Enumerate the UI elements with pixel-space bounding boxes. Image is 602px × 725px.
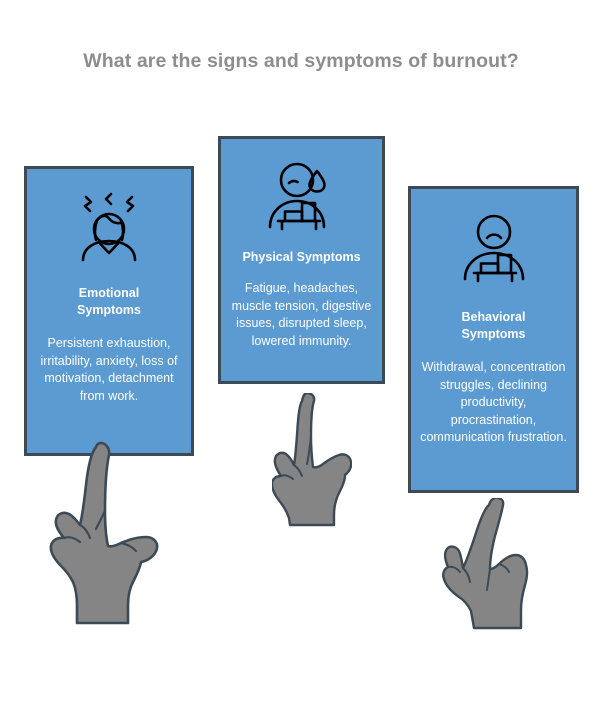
sad-person-at-desk-icon bbox=[463, 214, 524, 283]
card-physical-body: Fatigue, headaches, muscle tension, dige… bbox=[231, 281, 372, 348]
card-emotional-heading: Emotional Symptoms bbox=[27, 285, 191, 319]
card-emotional-body: Persistent exhaustion, irritability, anx… bbox=[40, 336, 178, 403]
card-emotional-heading-line2: Symptoms bbox=[77, 303, 141, 317]
card-behavioral-heading-line1: Behavioral bbox=[461, 310, 526, 324]
pointing-up-hand-icon bbox=[272, 393, 352, 527]
sweating-person-at-desk-icon bbox=[268, 162, 326, 231]
card-behavioral-symptoms: Behavioral Symptoms Withdrawal, concentr… bbox=[408, 186, 579, 493]
pointing-up-hand-icon bbox=[49, 441, 159, 625]
stressed-person-icon bbox=[81, 192, 137, 262]
card-behavioral-body: Withdrawal, concentration struggles, dec… bbox=[420, 360, 567, 444]
card-emotional-heading-line1: Emotional bbox=[78, 286, 140, 300]
card-physical-heading-line1: Physical Symptoms bbox=[242, 250, 361, 264]
page-title: What are the signs and symptoms of burno… bbox=[83, 50, 519, 72]
card-physical-heading: Physical Symptoms bbox=[221, 249, 382, 266]
card-physical-symptoms: Physical Symptoms Fatigue, headaches, mu… bbox=[218, 136, 385, 384]
card-behavioral-heading: Behavioral Symptoms bbox=[411, 309, 576, 343]
card-emotional-symptoms: Emotional Symptoms Persistent exhaustion… bbox=[24, 166, 194, 456]
card-behavioral-heading-line2: Symptoms bbox=[461, 327, 526, 341]
pointing-up-hand-icon bbox=[442, 498, 529, 630]
